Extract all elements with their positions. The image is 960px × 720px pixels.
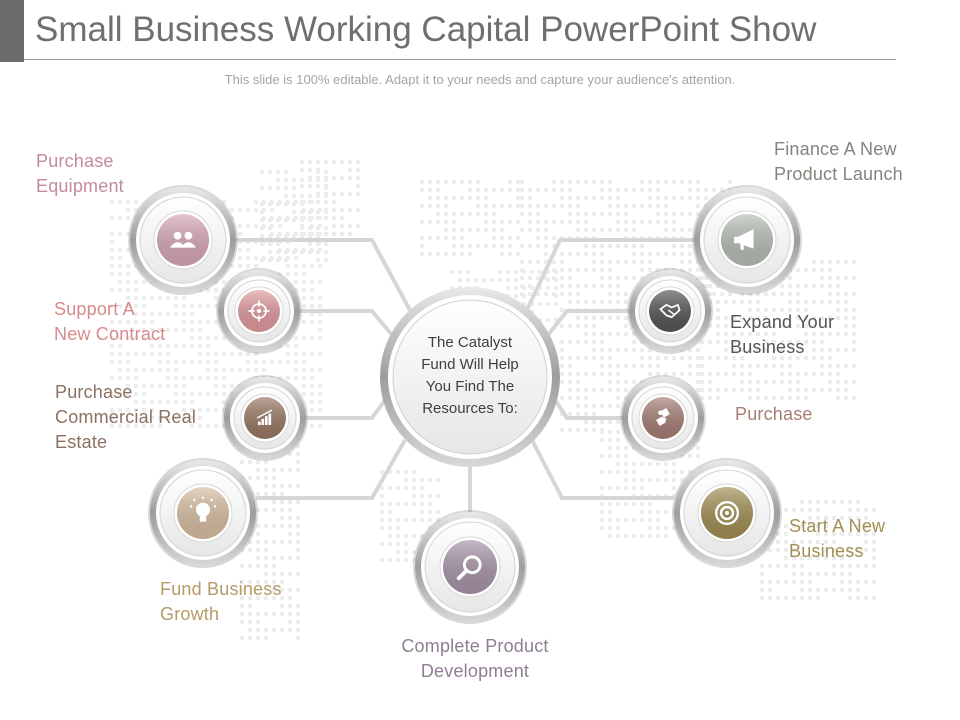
node-start-a-new-business — [672, 458, 782, 568]
connector-purchase — [553, 398, 622, 420]
slide-title: Small Business Working Capital PowerPoin… — [35, 10, 817, 49]
connector-purchase-equipment — [236, 238, 414, 315]
slide-subtitle: This slide is 100% editable. Adapt it to… — [224, 72, 736, 87]
search-magnifier-icon — [439, 536, 501, 598]
label-complete-product-development: Complete Product Development — [401, 636, 549, 681]
node-purchase-commercial-real-estate — [222, 375, 308, 461]
connector-fund-business-growth — [256, 439, 407, 500]
center-hub-text: The Catalyst Fund Will Help You Find The… — [421, 334, 519, 417]
label-start-a-new-business: Start A New Business — [789, 516, 886, 561]
connector-start-a-new-business — [530, 439, 674, 500]
title-divider — [24, 59, 896, 60]
connector-purchase-commercial-real-estate — [306, 398, 387, 420]
node-complete-product-development — [413, 510, 527, 624]
node-finance-a-new-product-launch — [692, 185, 802, 295]
connector-finance-a-new-product-launch — [523, 238, 694, 315]
center-hub — [380, 287, 560, 467]
node-purchase-equipment — [128, 185, 238, 295]
label-expand-your-business: Expand Your Business — [730, 312, 835, 357]
node-expand-your-business — [627, 268, 713, 354]
label-purchase-commercial-real-estate: Purchase Commercial Real Estate — [55, 382, 197, 452]
puzzle-icon — [638, 393, 688, 443]
users-icon — [153, 210, 213, 270]
handshake-icon — [645, 286, 695, 336]
megaphone-icon — [717, 210, 777, 270]
connector-lines — [236, 238, 694, 512]
label-finance-a-new-product-launch: Finance A New Product Launch — [774, 139, 903, 184]
label-purchase: Purchase — [735, 404, 813, 424]
target-icon — [697, 483, 757, 543]
connector-expand-your-business — [546, 309, 629, 337]
label-fund-business-growth: Fund Business Growth — [160, 579, 282, 624]
bar-chart-growth-icon — [240, 393, 290, 443]
node-purchase — [620, 375, 706, 461]
node-support-a-new-contract — [216, 268, 302, 354]
connector-support-a-new-contract — [300, 309, 394, 337]
node-fund-business-growth — [148, 458, 258, 568]
title-accent-bar — [0, 0, 24, 62]
lightbulb-icon — [173, 483, 233, 543]
crosshair-target-icon — [234, 286, 284, 336]
label-support-a-new-contract: Support A New Contract — [54, 299, 166, 344]
label-purchase-equipment: Purchase Equipment — [36, 151, 124, 196]
